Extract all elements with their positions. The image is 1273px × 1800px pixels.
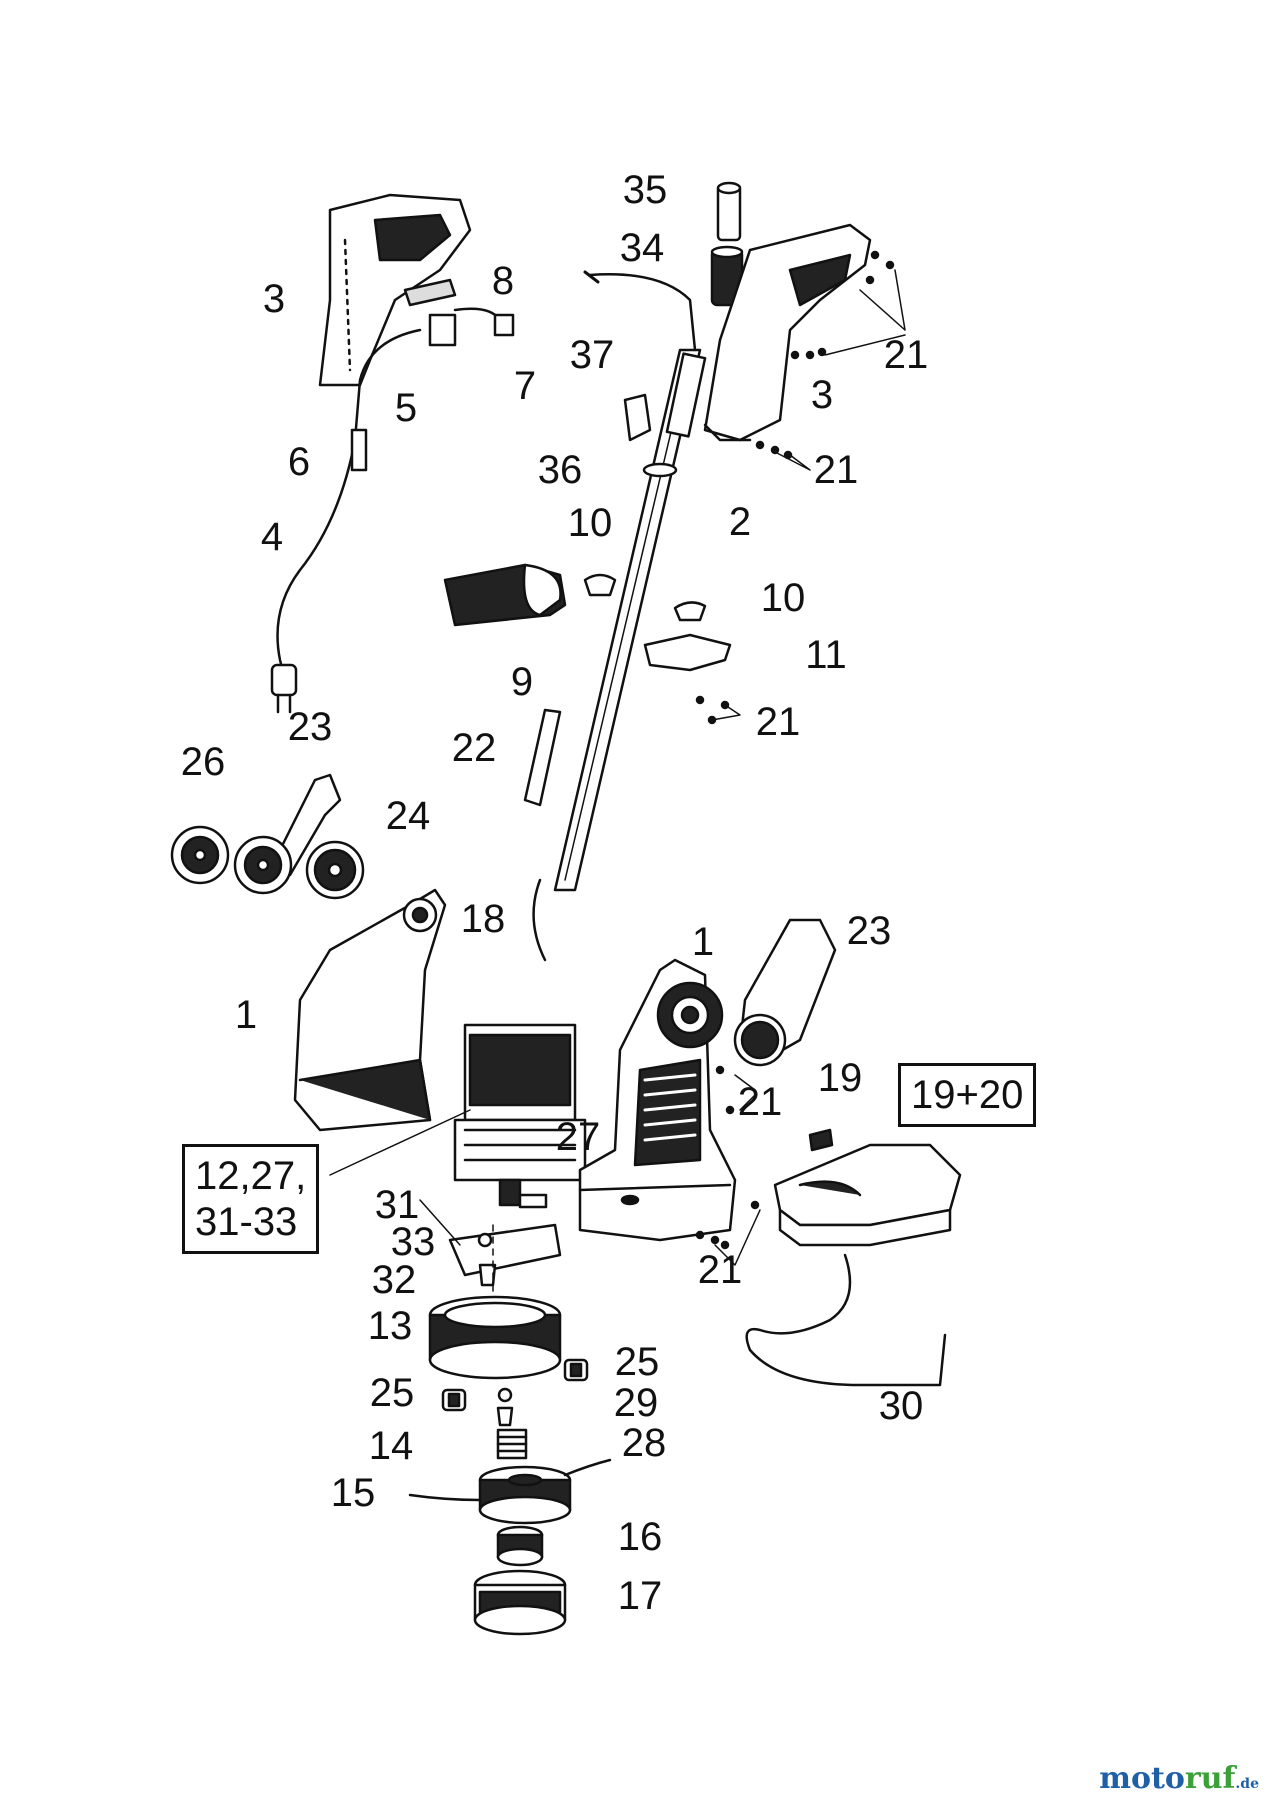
grass-guard [773,1143,962,1247]
part-label-18: 18 [460,897,506,941]
guard-label [808,1128,834,1152]
part-label-5: 5 [394,386,418,430]
handle-right-half [703,223,872,442]
mounting-plate [448,1223,562,1277]
part-label-29: 29 [613,1381,659,1425]
part-label-21-top: 21 [883,333,929,377]
connector [453,307,515,337]
part-label-2: 2 [728,500,752,544]
grip-cap [716,181,742,242]
part-label-34: 34 [619,226,665,270]
part-label-21-housing: 21 [737,1080,783,1124]
motor-pin [518,1193,548,1209]
wheel-inner [233,835,293,895]
screws-handle [755,250,895,460]
part-label-1-left: 1 [234,993,258,1037]
part-label-10-left: 10 [567,501,613,545]
part-label-37: 37 [569,333,615,377]
wire-bracket [745,1253,947,1387]
guard-strip [523,708,562,807]
shaft-cable [588,273,697,352]
part-label-21-base: 21 [697,1248,743,1292]
grip-sleeve [710,245,744,307]
part-label-19: 19 [817,1056,863,1100]
collar [642,462,678,478]
part-label-16: 16 [617,1515,663,1559]
part-label-21-bracket: 21 [755,700,801,744]
part-label-3-right: 3 [810,373,834,417]
motoruf-logo: motoruf.de [1099,1764,1259,1794]
spool [478,1465,572,1525]
part-label-23-right: 23 [846,909,892,953]
part-label-7: 7 [513,364,537,408]
wheel-outer [170,825,230,885]
clip-left [441,1388,467,1412]
logo-part-ruf: ruf [1184,1761,1236,1796]
part-label-26: 26 [180,740,226,784]
part-label-36: 36 [537,448,583,492]
clamp-upper [583,573,617,597]
part-label-30: 30 [878,1384,924,1428]
part-label-8: 8 [491,259,515,303]
part-label-25-left: 25 [369,1371,415,1415]
power-cable [276,328,422,682]
motor-housing-left [293,888,447,1132]
aux-handle-bracket [643,633,732,672]
part-label-27: 27 [555,1115,601,1159]
washer-small [497,1387,513,1403]
motor-housing-right [578,958,737,1242]
motor-leads [532,878,547,962]
motor [453,1023,587,1207]
cable-clip [623,393,652,442]
spool-cover [473,1569,567,1636]
part-label-33: 33 [390,1220,436,1264]
part-label-22: 22 [451,726,497,770]
fan [428,1295,562,1380]
cable-sleeve [350,428,368,472]
part-label-1-right: 1 [691,920,715,964]
spring [496,1428,528,1460]
part-label-13: 13 [367,1304,413,1348]
spool-cap [496,1525,544,1567]
spacer-disc [305,840,365,900]
part-label-32: 32 [371,1258,417,1302]
cutting-line [408,1458,612,1502]
part-label-14: 14 [368,1424,414,1468]
part-label-17: 17 [617,1574,663,1618]
part-label-11: 11 [805,633,847,677]
clip-right [563,1358,589,1382]
switch [428,313,457,347]
auxiliary-grip [443,563,567,627]
part-label-6: 6 [287,440,311,484]
handle-left-half [318,193,472,387]
part-label-21-handle: 21 [813,448,859,492]
part-label-4: 4 [260,515,284,559]
washer [477,1232,493,1248]
housing-cover [733,918,837,1067]
clamp-lower [673,601,707,622]
part-label-23-left: 23 [287,705,333,749]
part-label-9: 9 [510,660,534,704]
logo-part-domain: .de [1235,1776,1259,1792]
part-label-10-right: 10 [760,576,806,620]
shaft-tube [553,348,707,892]
part-label-25-right: 25 [614,1340,660,1384]
part-label-35: 35 [622,168,668,212]
screw-small [496,1406,514,1427]
boxed-label-guard-parts: 19+20 [898,1063,1037,1127]
logo-part-moto: moto [1099,1761,1185,1796]
part-label-28: 28 [621,1421,667,1465]
part-label-24: 24 [385,794,431,838]
part-label-31: 31 [374,1183,420,1227]
part-label-15: 15 [330,1471,376,1515]
boxed-label-motor-parts: 12,27, 31-33 [182,1144,320,1254]
power-plug [270,663,298,714]
switch-lever [403,278,457,307]
part-label-3-left: 3 [262,277,286,321]
